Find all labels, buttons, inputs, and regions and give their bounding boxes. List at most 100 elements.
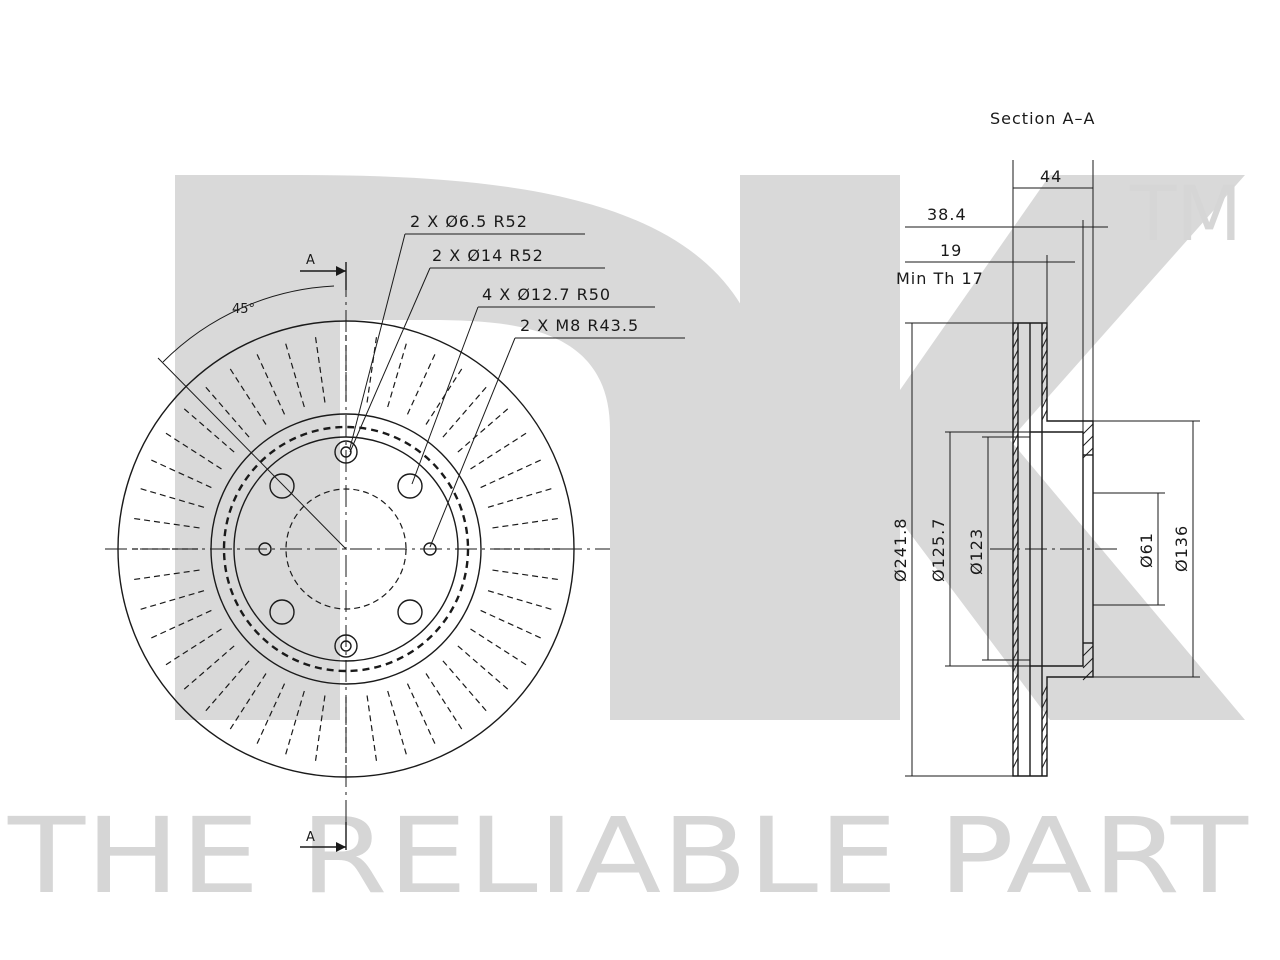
hatch-line [1012, 673, 1019, 685]
hatch-line [1082, 435, 1094, 447]
hatch-line [1041, 337, 1048, 349]
hatch-line [1041, 733, 1048, 745]
vent-slot [254, 350, 286, 415]
dimension-19-label: 19 [940, 241, 962, 260]
hatch-line [1012, 733, 1019, 745]
hatch-line [1012, 745, 1019, 757]
hatch-line [1012, 661, 1019, 673]
bolt-hole-lower-right [397, 599, 423, 625]
section-marker-top-label: A [306, 253, 315, 268]
angle-arc [162, 285, 335, 363]
hatch-line [1012, 565, 1019, 577]
dimension-38-label: 38.4 [927, 205, 967, 224]
hatch-line [1012, 757, 1019, 769]
hatch-line [1041, 385, 1048, 397]
section-marker-top-arrowhead [336, 266, 346, 276]
vent-slot [387, 339, 408, 408]
bolt-hole-top-inner [340, 446, 352, 458]
vent-slot [492, 569, 562, 581]
vent-slot [457, 645, 512, 693]
hatch-line [1012, 469, 1019, 481]
angle-leader [157, 357, 347, 550]
hatch-line [1012, 649, 1019, 661]
hatch-line [1012, 409, 1019, 421]
vent-slot [406, 350, 438, 415]
hatch-line [1041, 373, 1048, 385]
hub-ring-outer [210, 413, 482, 685]
hatch-line [1012, 493, 1019, 505]
vent-slot [136, 590, 205, 611]
vent-slot [227, 673, 267, 733]
callout-2-text: 2 X Ø14 R52 [432, 246, 544, 265]
section-marker-bottom-label: A [306, 830, 315, 845]
hatch-line [1012, 601, 1019, 613]
watermark: TM THE RELIABLE PART [7, 169, 1249, 917]
vent-slot [387, 690, 408, 759]
angle-label: 45° [232, 302, 255, 317]
hatch-line [1012, 553, 1019, 565]
bolt-hole-top [334, 440, 358, 464]
vent-slot [366, 333, 378, 403]
vent-slot [130, 517, 200, 529]
hatch-line [1041, 745, 1048, 757]
vent-slot [202, 383, 250, 438]
dimension-136-label: Ø136 [1172, 525, 1191, 572]
dimension-125-label: Ø125.7 [929, 518, 948, 582]
watermark-letter-k [740, 175, 1245, 720]
section-hatching [1012, 325, 1094, 769]
vent-slot [254, 683, 286, 748]
vent-slot [480, 609, 545, 641]
callout-4-text: 2 X M8 R43.5 [520, 316, 639, 335]
bolt-hole-bottom [334, 634, 358, 658]
vent-slot [487, 487, 556, 508]
section-hat-inner [1030, 431, 1084, 667]
hatch-line [1082, 423, 1094, 435]
hatch-line [1041, 349, 1048, 361]
thread-hole-left [258, 542, 272, 556]
hatch-line [1012, 505, 1019, 517]
hatch-line [1041, 325, 1048, 337]
vent-slot [284, 339, 305, 408]
vent-slot [470, 430, 530, 470]
hatch-line [1012, 613, 1019, 625]
hub-ring-inner [233, 436, 459, 662]
hatch-line [1012, 697, 1019, 709]
hatch-line [1012, 421, 1019, 433]
vent-slot [406, 683, 438, 748]
hatch-line [1012, 637, 1019, 649]
vent-slot [202, 660, 250, 715]
disc-outer-edge [117, 320, 575, 778]
vent-slot [147, 609, 212, 641]
vent-slot [314, 333, 326, 403]
vent-slot [487, 590, 556, 611]
callout-1-text: 2 X Ø6.5 R52 [410, 212, 528, 231]
vent-slot [180, 645, 235, 693]
callout-3-text: 4 X Ø12.7 R50 [482, 285, 611, 304]
dimension-241-label: Ø241.8 [891, 518, 910, 582]
thread-hole-right [423, 542, 437, 556]
hatch-line [1041, 709, 1048, 721]
bolt-hole-bottom-inner [340, 640, 352, 652]
callout-3: 4 X Ø12.7 R50 [411, 285, 655, 485]
hatch-line [1012, 337, 1019, 349]
callout-4: 2 X M8 R43.5 [429, 316, 685, 548]
hatch-line [1082, 447, 1094, 459]
vent-slot [130, 569, 200, 581]
callout-1: 2 X Ø6.5 R52 [349, 212, 585, 449]
hatch-line [1012, 373, 1019, 385]
hatch-line [1012, 625, 1019, 637]
vent-slot [492, 517, 562, 529]
hatch-line [1012, 361, 1019, 373]
hatch-line [1012, 481, 1019, 493]
section-view: Section A–A 44 38.4 19 Min Th 17 Ø241.8 [891, 109, 1200, 777]
dimension-61-label: Ø61 [1137, 532, 1156, 568]
hatch-line [1012, 589, 1019, 601]
vent-slot [457, 405, 512, 453]
hatch-line [1012, 721, 1019, 733]
hatch-line [1012, 577, 1019, 589]
hatch-line [1041, 397, 1048, 409]
hatch-line [1012, 397, 1019, 409]
vent-slot [180, 405, 235, 453]
vent-slot [442, 660, 490, 715]
